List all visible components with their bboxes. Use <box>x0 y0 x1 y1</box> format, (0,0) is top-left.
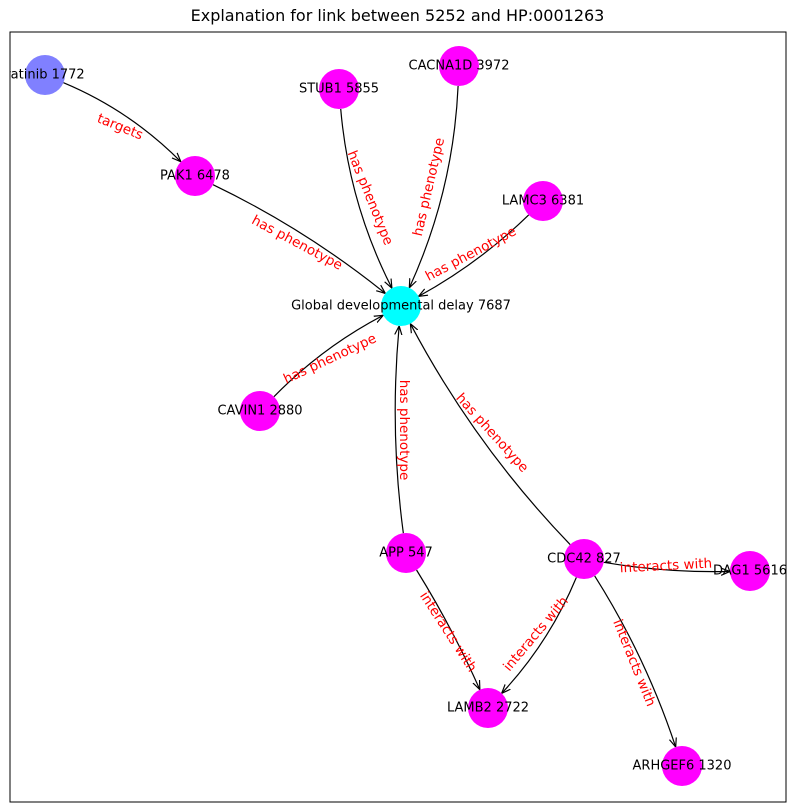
edge-stub1-gdd <box>340 108 392 288</box>
node-lamc3 <box>523 181 563 221</box>
node-label-cdc42: CDC42 827 <box>547 552 621 567</box>
edge-app-gdd <box>395 326 404 534</box>
edge-pak1-gdd <box>212 184 385 294</box>
node-label-cavin1: CAVIN1 2880 <box>217 404 302 419</box>
edge-cdc42-gdd <box>410 324 571 546</box>
edge-app-lamb2 <box>416 569 480 690</box>
node-label-app: APP 547 <box>379 546 433 561</box>
node-label-lamc3: LAMC3 6381 <box>502 194 584 209</box>
node-cavin1 <box>240 391 280 431</box>
node-stub1 <box>319 69 359 109</box>
edge-cdc42-lamb2 <box>502 577 577 693</box>
node-lamb2 <box>468 688 508 728</box>
edge-label-app-gdd: has phenotype <box>396 380 412 481</box>
node-drug <box>25 55 65 95</box>
diagram-title: Explanation for link between 5252 and HP… <box>190 6 605 25</box>
node-gdd <box>381 286 421 326</box>
nodes-layer <box>25 46 770 786</box>
node-dag1 <box>730 551 770 591</box>
node-label-lamb2: LAMB2 2722 <box>447 701 529 716</box>
node-cacna1d <box>439 46 479 86</box>
node-label-dag1: DAG1 5616 <box>713 564 787 579</box>
edge-drug-pak1 <box>63 82 180 162</box>
node-label-gdd: Global developmental delay 7687 <box>291 299 511 314</box>
edges-layer <box>63 82 730 747</box>
node-label-drug: ratinib 1772 <box>5 68 84 83</box>
edge-lamc3-gdd <box>419 214 530 296</box>
edge-cavin1-gdd <box>273 315 383 398</box>
node-label-pak1: PAK1 6478 <box>160 169 230 184</box>
node-label-stub1: STUB1 5855 <box>299 82 379 97</box>
node-app <box>386 533 426 573</box>
edge-cacna1d-gdd <box>409 85 459 288</box>
edge-label-cdc42-dag1: interacts with <box>619 556 712 577</box>
edge-cdc42-arhgef6 <box>594 575 676 747</box>
node-arhgef6 <box>662 746 702 786</box>
node-pak1 <box>175 156 215 196</box>
node-label-cacna1d: CACNA1D 3972 <box>409 59 510 74</box>
plot-frame <box>9 31 787 803</box>
node-label-arhgef6: ARHGEF6 1320 <box>633 759 732 774</box>
node-cdc42 <box>564 539 604 579</box>
edge-cdc42-dag1 <box>603 561 730 571</box>
